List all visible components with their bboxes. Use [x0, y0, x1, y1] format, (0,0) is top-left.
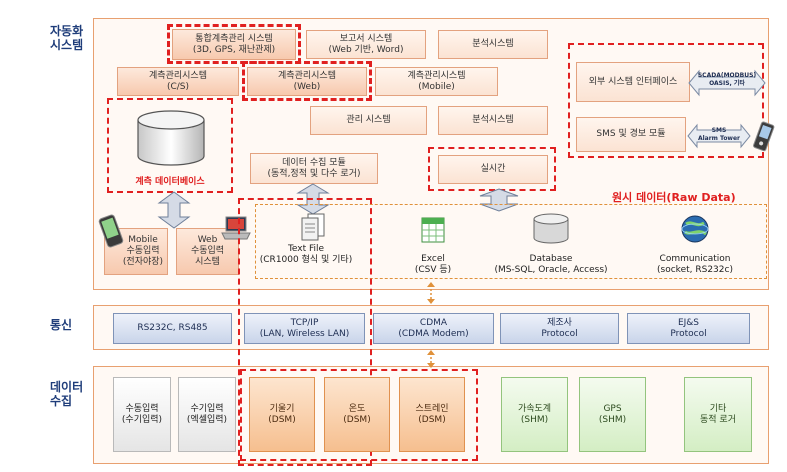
collect-manual1-box[interactable]: 수동입력 (수기입력): [113, 377, 171, 452]
database-label: Database (MS-SQL, Oracle, Access): [494, 254, 608, 275]
collect-temp-box[interactable]: 온도 (DSM): [324, 377, 390, 452]
textfile-label: Text File (CR1000 형식 및 기타): [259, 244, 353, 265]
sms-module-box[interactable]: SMS 및 경보 모듈: [576, 117, 686, 152]
collect-strain-box[interactable]: 스트레인 (DSM): [399, 377, 465, 452]
cs-system-box[interactable]: 계측관리시스템 (C/S): [117, 67, 239, 96]
double-arrow-icon: [688, 69, 766, 97]
section-label-automation: 자동화 시스템: [50, 24, 84, 52]
manage-system-box[interactable]: 관리 시스템: [310, 106, 427, 135]
collect-tilt-box[interactable]: 기울기 (DSM): [249, 377, 315, 452]
double-arrow-icon: [479, 188, 519, 212]
comm-rs232-box[interactable]: RS232C, RS485: [113, 313, 232, 344]
web-highlight: [242, 61, 372, 101]
external-interface-highlight: [568, 43, 764, 158]
web-system-box[interactable]: 계측관리시스템 (Web): [247, 67, 367, 96]
analysis-system-box-1[interactable]: 분석시스템: [438, 30, 548, 59]
realtime-highlight: [428, 147, 556, 191]
laptop-icon: [221, 216, 251, 240]
db-label: 계측 데이터베이스: [135, 177, 205, 187]
globe-icon: [681, 215, 709, 243]
connector-arrow-icon: [427, 282, 435, 304]
analysis-system-box-2[interactable]: 분석시스템: [438, 106, 548, 135]
realtime-box[interactable]: 실시간: [438, 155, 548, 184]
raw-data-label: 원시 데이터(Raw Data): [612, 191, 736, 204]
excel-icon: [421, 217, 445, 243]
dsm-highlight: [240, 369, 478, 461]
double-arrow-icon: [687, 123, 751, 149]
database-highlight: [107, 98, 233, 193]
section-label-comm: 통신: [50, 318, 73, 332]
comm-ejs-box[interactable]: EJ&S Protocol: [627, 313, 750, 344]
integrated-system-box[interactable]: 통합계측관리 시스템 (3D, GPS, 재난관제): [172, 29, 296, 60]
alarm-tower-icon: [753, 121, 775, 152]
scada-label: SCADA(MODBUS) OASIS, 기타: [697, 72, 757, 87]
collect-gps-box[interactable]: GPS (SHM): [579, 377, 646, 452]
integrated-highlight: [167, 24, 301, 64]
collect-manual2-box[interactable]: 수기입력 (엑셀입력): [178, 377, 236, 452]
double-arrow-icon: [157, 191, 191, 229]
sms-tower-label: SMS Alarm Tower: [697, 127, 741, 142]
raw-data-region: [255, 204, 767, 279]
external-interface-box[interactable]: 외부 시스템 인터페이스: [576, 62, 690, 102]
collect-module-box[interactable]: 데이터 수집 모듈 (동적,정적 및 다수 로거): [250, 153, 378, 184]
mobile-device-icon: [98, 214, 124, 248]
connector-arrow-icon: [427, 350, 435, 368]
report-system-box[interactable]: 보고서 시스템 (Web 기반, Word): [306, 30, 426, 59]
comm-maker-box[interactable]: 제조사 Protocol: [500, 313, 619, 344]
collect-etc-box[interactable]: 기타 동적 로거: [684, 377, 752, 452]
comm-tcpip-box[interactable]: TCP/IP (LAN, Wireless LAN): [244, 313, 365, 344]
collect-accel-box[interactable]: 가속도계 (SHM): [501, 377, 568, 452]
cylinder-database-icon: [137, 110, 205, 166]
communication-label: Communication (socket, RS232c): [657, 254, 733, 275]
text-file-icon: [301, 213, 325, 241]
comm-cdma-box[interactable]: CDMA (CDMA Modem): [373, 313, 494, 344]
database-icon: [533, 213, 569, 244]
mobile-system-box[interactable]: 계측관리시스템 (Mobile): [375, 67, 498, 96]
textfile-highlight: [238, 198, 372, 466]
excel-label: Excel (CSV 등): [414, 254, 452, 275]
section-label-collection: 데이터 수집: [50, 380, 84, 408]
